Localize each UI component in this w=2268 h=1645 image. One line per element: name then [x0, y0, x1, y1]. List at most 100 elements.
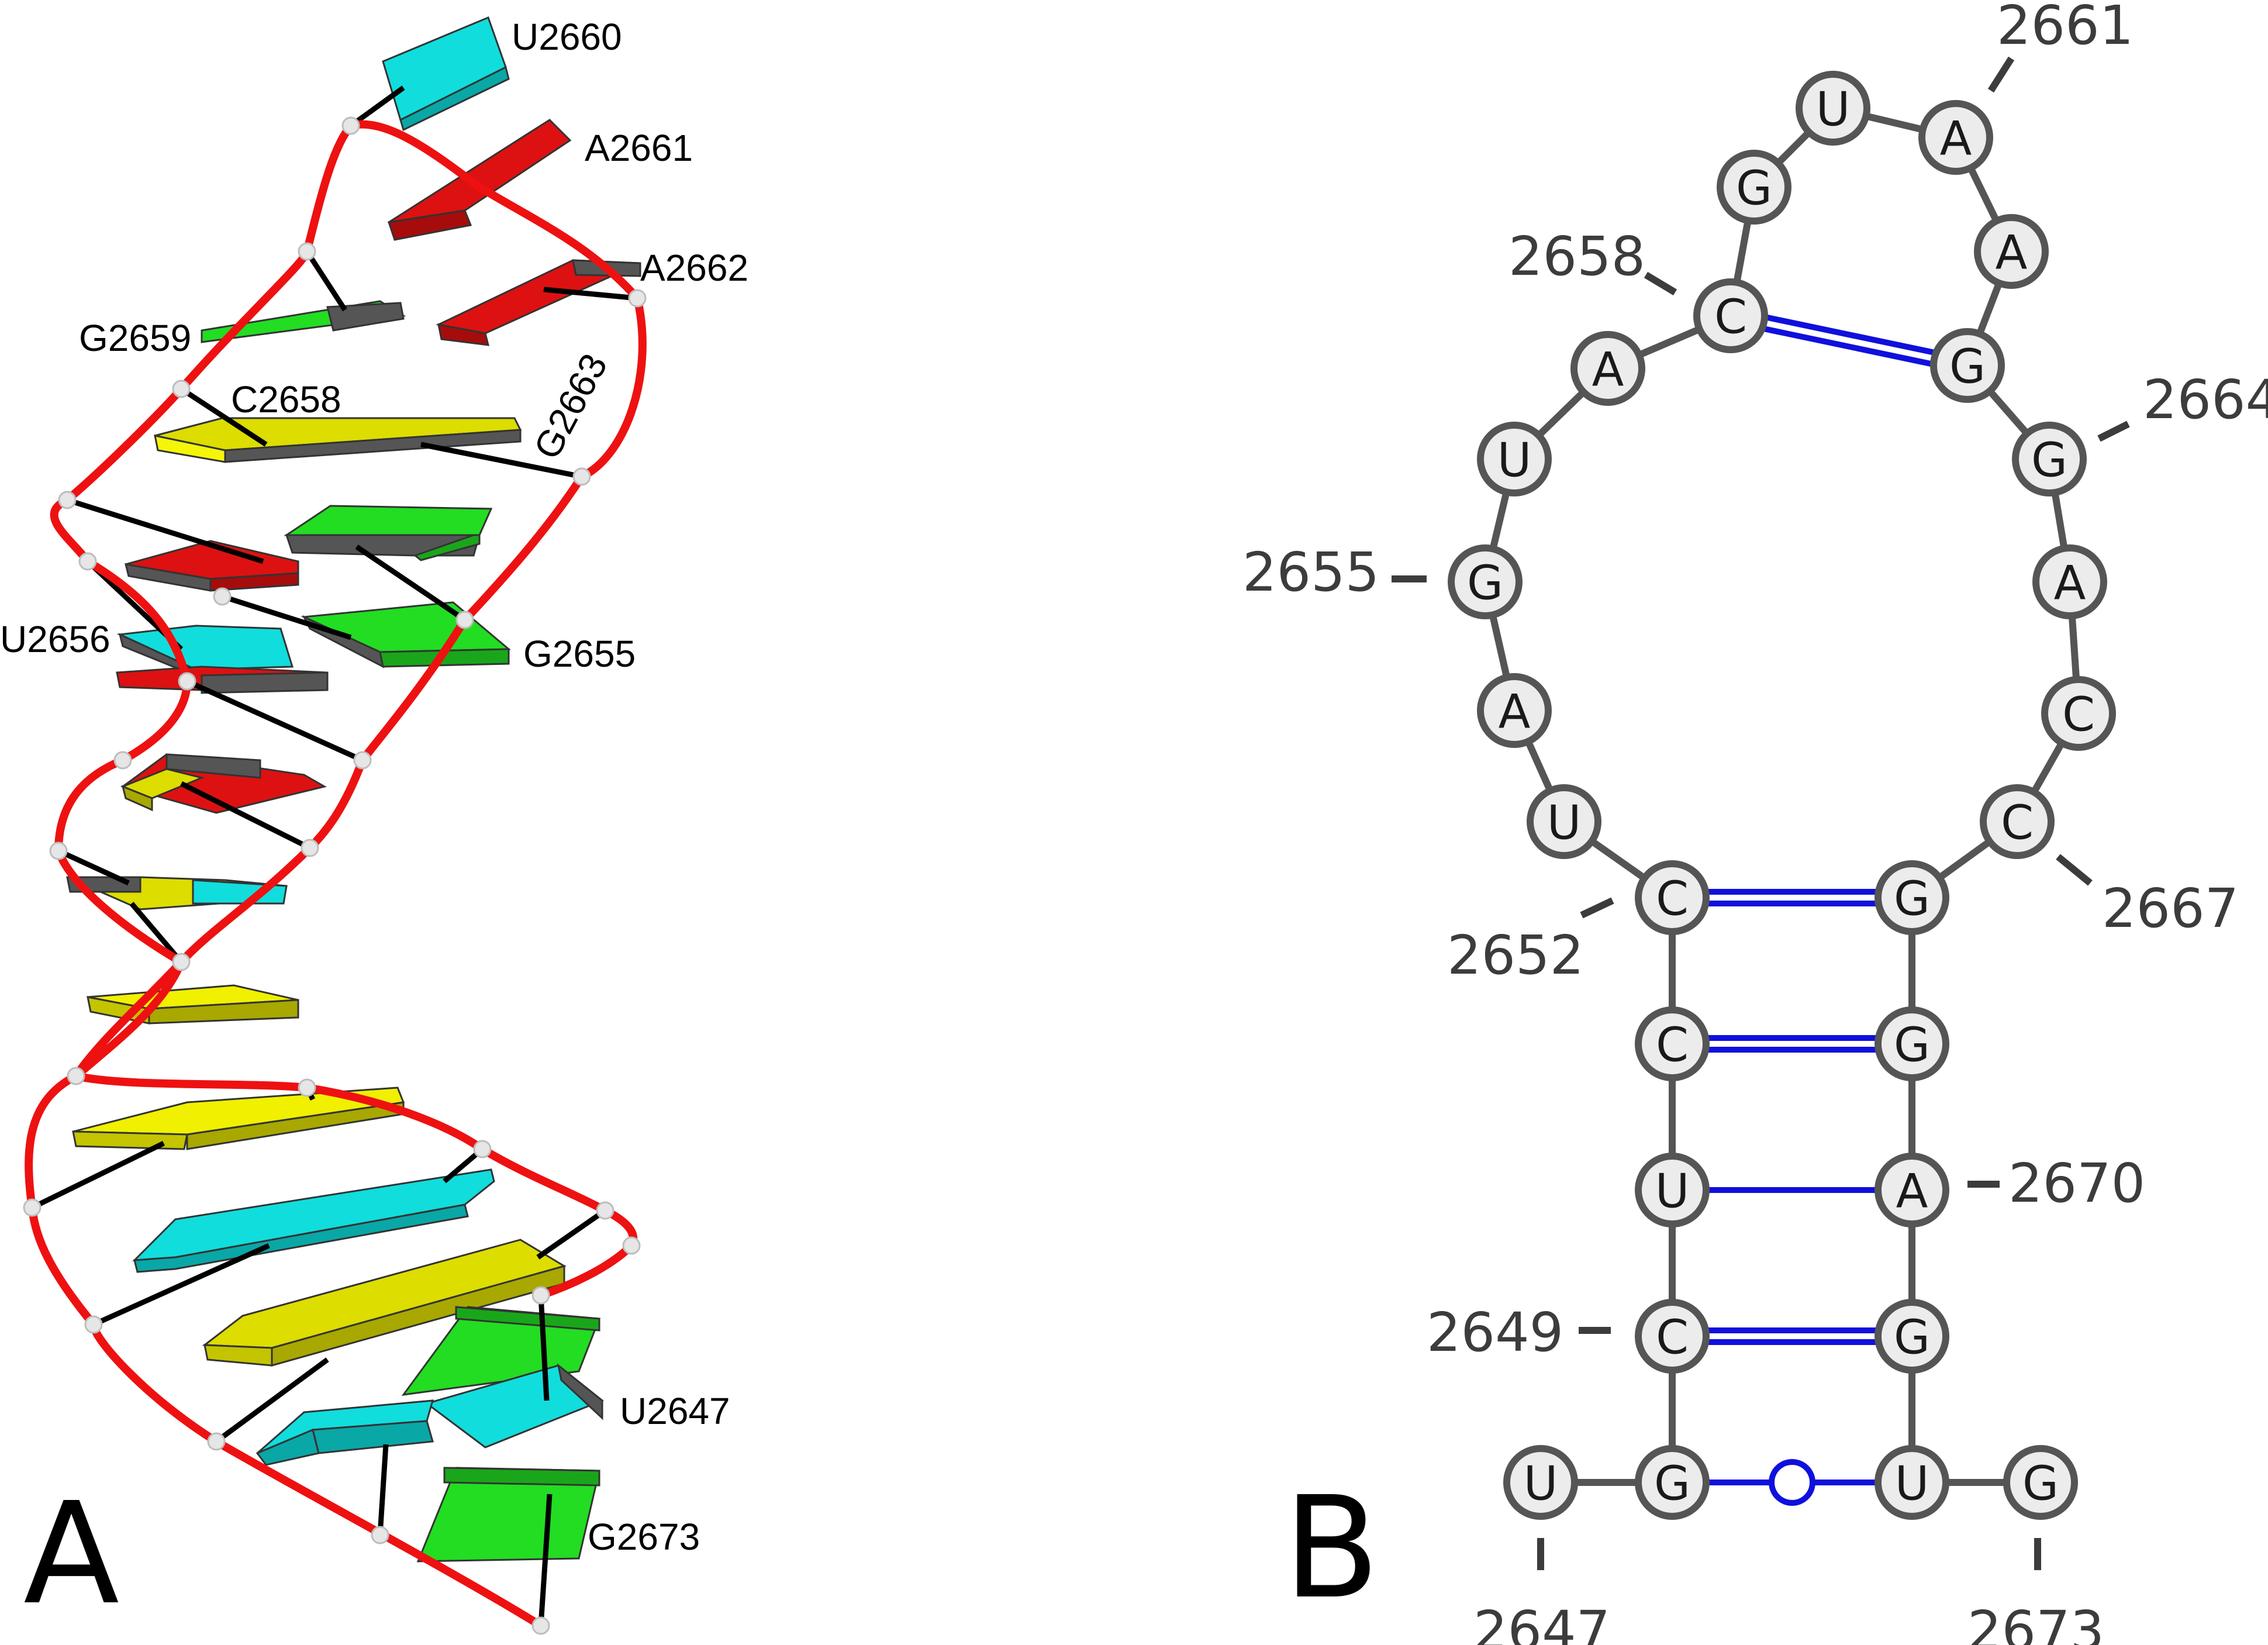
nucleotide-circle	[1717, 150, 1791, 225]
num-2661: 2661	[1997, 0, 2134, 57]
num-2673: 2673	[1967, 1599, 2104, 1645]
base-pair-line	[1764, 314, 1936, 356]
panel-label-a: A	[23, 1472, 119, 1636]
panel-a-3d-structure: U2660 A2661 A2662 G2659 C2658 G2663 U265…	[0, 16, 748, 1636]
nucleotide-circle	[1635, 1006, 1710, 1081]
slab-yellow-small	[87, 984, 299, 1025]
nucleotide-circle	[1796, 71, 1870, 146]
nucleotide-2649: C	[1635, 1299, 1710, 1374]
nucleotide-circle	[1635, 1299, 1710, 1374]
nucleotide-letter: A	[1896, 1164, 1928, 1219]
nucleotide-letter: U	[1524, 1457, 1558, 1511]
nucleotide-circle	[1974, 214, 2049, 289]
nucleotide-letter: U	[1497, 433, 1532, 488]
nucleotide-circle	[1918, 100, 1993, 175]
nucleotide-circle	[1693, 278, 1768, 353]
num-2649: 2649	[1427, 1301, 1563, 1364]
nucleotide-circle	[2003, 1445, 2078, 1520]
nucleotide-2673: G	[2003, 1445, 2078, 1520]
num-2658: 2658	[1508, 225, 1645, 288]
base-pair-lines	[1706, 314, 1936, 1506]
nucleotide-2670: A	[1875, 1153, 1949, 1227]
slab-g2659	[201, 300, 406, 343]
panel-label-b: B	[1283, 1466, 1380, 1630]
nucleotide-letter: G	[2031, 433, 2067, 488]
nucleotide-letter: G	[1949, 340, 1986, 394]
slab-green-upper	[284, 505, 493, 561]
nucleotide-circle	[1635, 1445, 1710, 1520]
nucleotide-letter: G	[1894, 1311, 1930, 1365]
slab-c2658	[154, 417, 522, 463]
nucleotide-2653: U	[1527, 784, 1601, 859]
nucleotide-2671: G	[1875, 1299, 1949, 1374]
nucleotide-2668: G	[1875, 860, 1949, 935]
nucleotide-letter: C	[1656, 872, 1689, 926]
slab-a2661	[388, 119, 572, 241]
nucleotide-circle	[1477, 422, 1552, 496]
wobble-pair-marker	[1769, 1459, 1815, 1506]
num-2655: 2655	[1242, 541, 1379, 603]
label-u2660: U2660	[512, 16, 622, 58]
nucleotide-2659: G	[1717, 150, 1791, 225]
slab-u2647	[424, 1363, 604, 1449]
nucleotide-letter: U	[1895, 1457, 1929, 1511]
nucleotide-circle	[2041, 676, 2116, 751]
num-2667: 2667	[2102, 877, 2239, 940]
nucleotide-letter: A	[1996, 226, 2028, 280]
nucleotide-letter: C	[1714, 290, 1747, 344]
label-a2661: A2661	[585, 127, 693, 169]
nucleotide-circle	[1527, 784, 1601, 859]
nucleotide-2655: G	[1448, 544, 1523, 619]
nucleotide-circle	[1930, 328, 2005, 403]
nucleotide-letter: C	[1656, 1018, 1689, 1072]
num-2647: 2647	[1473, 1599, 1610, 1645]
nucleotide-circle	[1570, 331, 1645, 406]
nucleotide-circle	[1448, 544, 1523, 619]
nucleotide-letter: G	[1894, 872, 1930, 926]
nucleotide-2658: C	[1693, 278, 1768, 353]
nucleotide-circle	[1875, 860, 1949, 935]
nucleotide-2666: C	[2041, 676, 2116, 751]
nucleotide-letter: A	[1499, 685, 1531, 739]
nucleotide-2654: A	[1477, 673, 1552, 748]
nucleotide-2667: C	[1980, 784, 2055, 859]
residue-numbers: 2647 2649 2652 2655 2658 2661 2664 2667 …	[1242, 0, 2268, 1645]
nucleotide-circle	[1980, 784, 2055, 859]
nucleotide-letter: A	[2054, 556, 2086, 611]
slab-yellow-red	[120, 753, 327, 814]
nucleotide-2647: U	[1503, 1445, 1578, 1520]
nucleotide-2660: U	[1796, 71, 1870, 146]
nucleotide-circle	[2012, 422, 2087, 496]
slab-red-mid	[124, 540, 299, 592]
slab-cyan-long	[132, 1168, 495, 1273]
nucleotide-circle	[1875, 1006, 1949, 1081]
num-2652: 2652	[1447, 924, 1584, 987]
nucleotide-2665: A	[2032, 544, 2107, 619]
nucleotide-letter: U	[1655, 1164, 1690, 1219]
nucleotide-circle	[1875, 1299, 1949, 1374]
nucleotide-2672: U	[1875, 1445, 1949, 1520]
label-g2659: G2659	[79, 317, 191, 359]
nucleotide-circle	[1477, 673, 1552, 748]
nucleotide-2661: A	[1918, 100, 1993, 175]
nucleotide-2669: G	[1875, 1006, 1949, 1081]
num-2670: 2670	[2008, 1152, 2145, 1215]
label-g2673: G2673	[588, 1516, 700, 1558]
nucleotide-circle	[1875, 1153, 1949, 1227]
slab-g2673	[416, 1467, 600, 1563]
label-g2655: G2655	[523, 633, 636, 675]
nucleotide-letter: C	[2062, 688, 2095, 742]
nucleotide-letter: G	[1654, 1457, 1690, 1511]
nucleotide-letter: G	[1894, 1018, 1930, 1072]
nucleotide-2664: G	[2012, 422, 2087, 496]
base-pair-line	[1762, 325, 1934, 367]
nucleotide-circle	[1503, 1445, 1578, 1520]
nucleotide-letter: C	[2001, 796, 2034, 850]
slab-cyan-bottom	[256, 1399, 434, 1466]
phosphate-joints	[23, 116, 647, 1635]
label-a2662: A2662	[640, 247, 748, 289]
label-c2658: C2658	[231, 378, 341, 420]
label-g2663: G2663	[526, 347, 616, 465]
